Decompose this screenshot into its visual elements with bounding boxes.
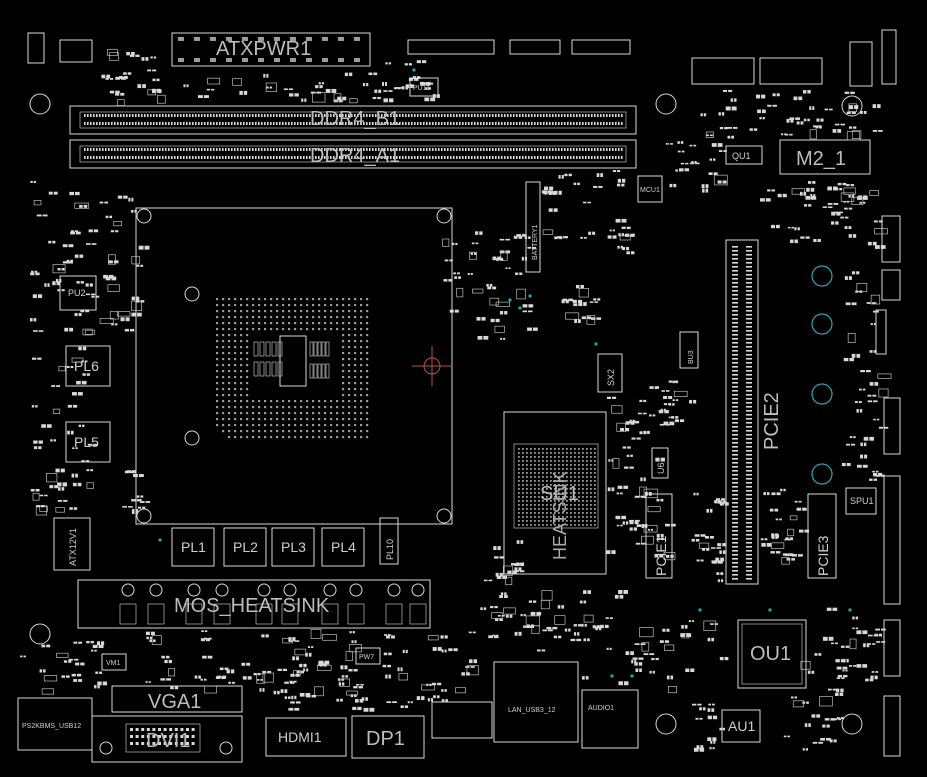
pcie-holes xyxy=(811,265,833,485)
mos-heatsink: MOS_HEATSINK xyxy=(77,579,431,629)
pcie3-slot[interactable]: PCIE3 xyxy=(807,493,837,579)
heatsink-label: HEATSINK xyxy=(550,471,570,560)
pcie2-slot[interactable]: PCIE2 xyxy=(725,239,783,585)
pu11-chip xyxy=(409,77,439,97)
ps2kb-label: PS2KBMS_USB12 xyxy=(22,723,81,730)
ddr4-b1-label: DDR4_B1 xyxy=(310,108,400,130)
pl1-label: PL1 xyxy=(181,539,206,555)
qu1-label: QU1 xyxy=(732,151,751,161)
top-header-1 xyxy=(407,39,495,55)
vm1-chip: VM1 xyxy=(101,653,127,671)
pcie3-label: PCIE3 xyxy=(815,535,831,576)
hdmi-port[interactable]: HDMI1 xyxy=(265,717,347,757)
vrm-choke-row: PL1 PL2 PL3 PL4 PL10 xyxy=(171,517,399,567)
top-header-3 xyxy=(571,39,631,55)
sx2-label: SX2 xyxy=(606,369,616,386)
pl3-label: PL3 xyxy=(281,539,306,555)
battery1-label: BATTERY1 xyxy=(532,224,539,260)
atx-power-connector[interactable]: ATXPWR1 xyxy=(171,32,371,67)
bu3-label: BU3 xyxy=(688,350,695,364)
pw7-label: PW7 xyxy=(359,654,374,661)
lan-usb-port[interactable]: LAN_USB3_12 xyxy=(493,661,579,743)
vm1-label: VM1 xyxy=(106,660,121,667)
vrm-choke-pl2: PU2 xyxy=(59,275,97,311)
bu3-chip: BU3 xyxy=(679,331,699,369)
mounting-holes xyxy=(29,93,863,735)
battery: BATTERY1 xyxy=(525,181,541,273)
m2-slot[interactable]: M2_1 xyxy=(779,139,871,175)
chipset-su1[interactable]: SU1 HEATSINK xyxy=(503,411,607,575)
displayport-port[interactable]: DP1 xyxy=(351,715,425,759)
smd-components xyxy=(20,48,892,752)
pl10-label: PL10 xyxy=(385,539,395,560)
pu2-label: PU2 xyxy=(68,288,86,298)
top-right-jumper xyxy=(849,41,873,87)
spu1-label: SPU1 xyxy=(850,496,874,506)
qu1-chip: QU1 xyxy=(725,145,763,165)
mcu-chip: MCU1 xyxy=(637,175,663,203)
atxpwr1-label: ATXPWR1 xyxy=(216,38,311,60)
cpu-socket[interactable] xyxy=(135,207,453,525)
audio1-label: AUDIO1 xyxy=(588,705,614,712)
top-right-strip xyxy=(881,29,897,85)
top-right-header-1 xyxy=(691,57,755,85)
mcu1-label: MCU1 xyxy=(640,187,660,194)
top-left-header xyxy=(27,32,45,64)
ps2-kbms-usb-port[interactable]: PS2KBMS_USB12 xyxy=(17,697,93,751)
ou1-label: OU1 xyxy=(750,643,791,665)
u6-label: U6 xyxy=(656,462,666,474)
pl6-label: PL6 xyxy=(74,358,99,374)
au1-chip: AU1 xyxy=(721,709,761,743)
right-edge-headers xyxy=(875,215,901,757)
pl2-label: PL2 xyxy=(233,539,258,555)
dvi1-label: DVI1 xyxy=(146,730,190,752)
m2-1-label: M2_1 xyxy=(796,148,846,170)
ou1-chip: OU1 xyxy=(737,619,807,689)
top-header-2 xyxy=(509,39,561,55)
vga-port[interactable]: VGA1 xyxy=(111,685,243,713)
ddr4-a1-slot[interactable]: DDR4_A1 xyxy=(69,139,637,169)
hdmi1-label: HDMI1 xyxy=(278,729,322,745)
audio-jack[interactable]: AUDIO1 xyxy=(581,689,639,749)
atx12v-connector[interactable]: ATX12V1 xyxy=(53,517,91,571)
top-right-header-2 xyxy=(759,57,823,85)
au1-label: AU1 xyxy=(728,718,755,734)
top-left-chip xyxy=(59,39,93,63)
ddr4-b1-slot[interactable]: DDR4_B1 xyxy=(69,105,637,135)
ddr4-a1-label: DDR4_A1 xyxy=(310,145,400,167)
dvi-port[interactable]: DVI1 xyxy=(91,715,243,763)
u6-chip: U6 xyxy=(651,447,669,479)
dp1-label: DP1 xyxy=(366,728,405,750)
usb-port[interactable] xyxy=(431,701,493,739)
pu11-label: PU11 xyxy=(413,85,430,92)
pcie2-label: PCIE2 xyxy=(761,392,783,450)
lan-usb-label: LAN_USB3_12 xyxy=(508,707,556,714)
spu1-chip: SPU1 xyxy=(845,487,877,515)
sx2-crystal: SX2 xyxy=(597,353,623,393)
pl4-label: PL4 xyxy=(331,539,356,555)
su1-label: SU1 xyxy=(540,483,579,505)
pl5-label: PL5 xyxy=(74,434,99,450)
atx12v1-label: ATX12V1 xyxy=(68,528,78,566)
pw7-chip: PW7 xyxy=(355,647,381,665)
mos-heatsink-label: MOS_HEATSINK xyxy=(174,595,330,617)
vrm-choke-pl5: PL5 xyxy=(65,421,111,463)
vga1-label: VGA1 xyxy=(148,691,201,713)
